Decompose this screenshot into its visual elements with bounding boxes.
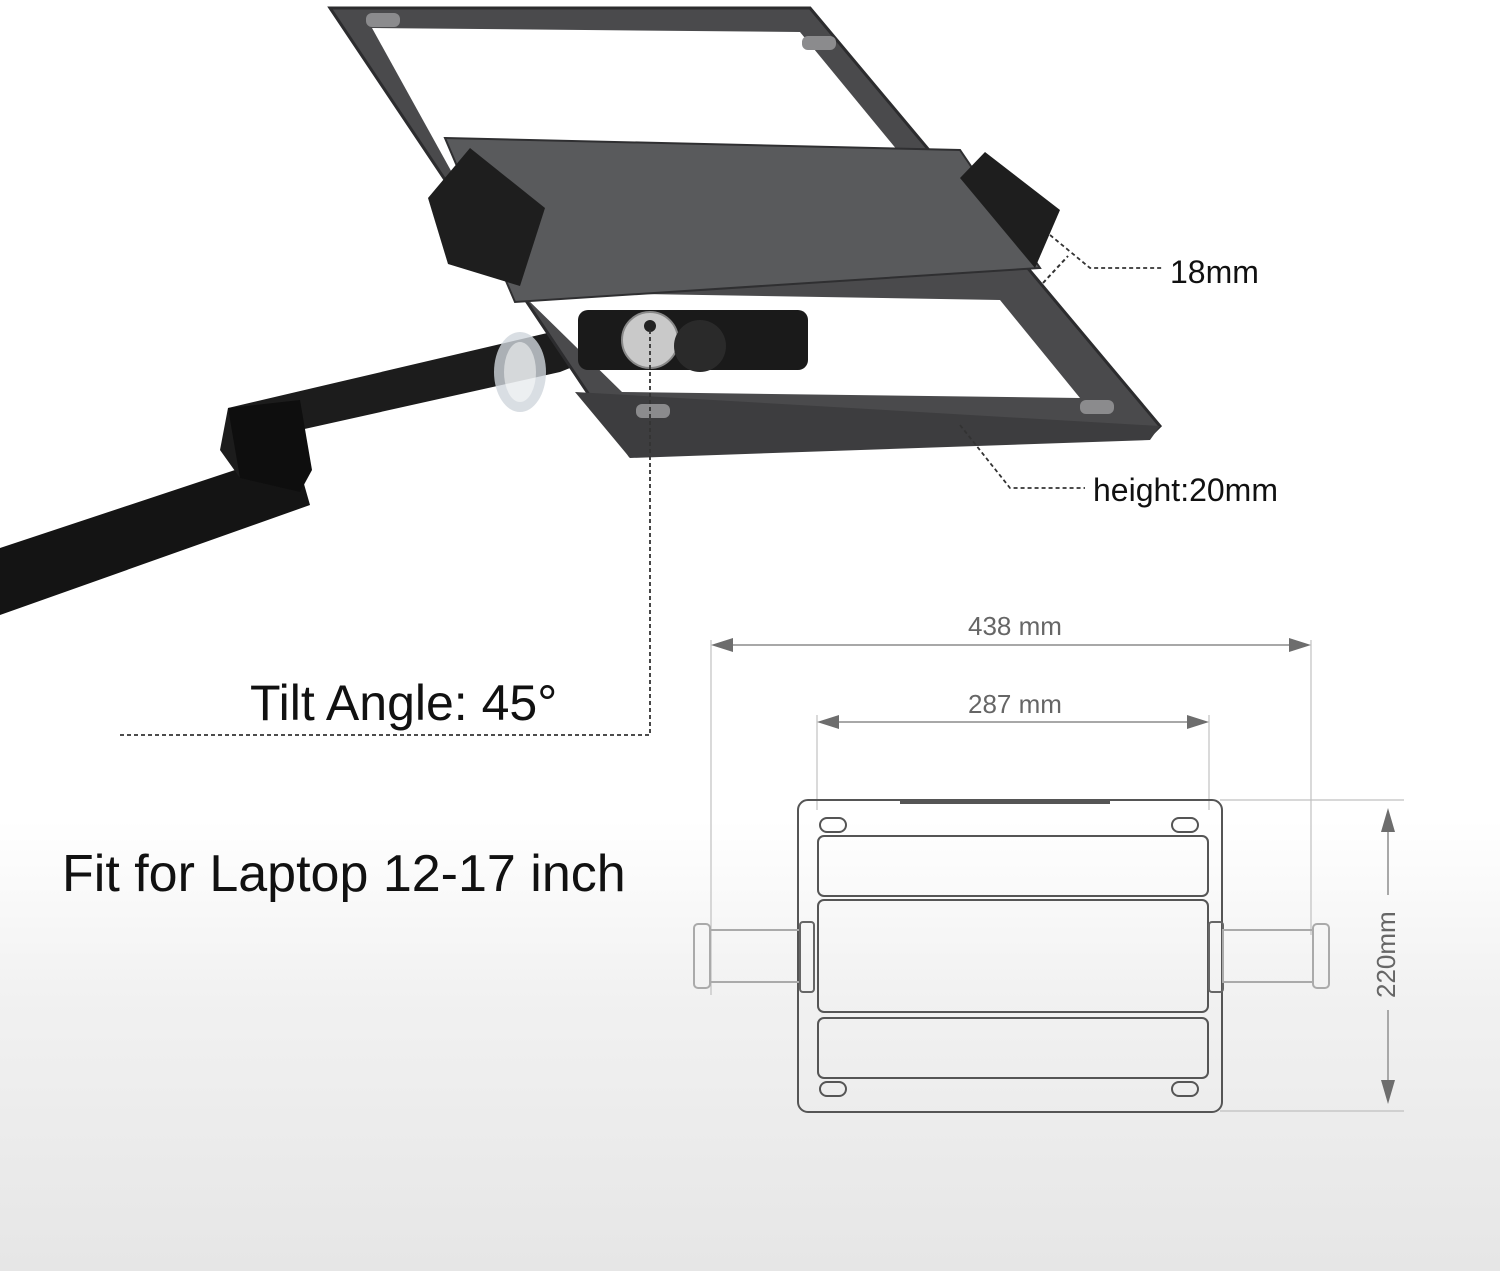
side-clamps: [428, 148, 1060, 286]
tray-height-label: height:20mm: [1093, 472, 1278, 508]
min-width-dimension: 287 mm: [968, 689, 1062, 719]
headline-fit-laptop: Fit for Laptop 12-17 inch: [62, 845, 626, 903]
callout-leaders: [118, 234, 1162, 736]
dimension-drawing: [693, 638, 1404, 1113]
tilt-angle-label: Tilt Angle: 45°: [250, 675, 558, 731]
tilt-hinge: [578, 310, 808, 372]
thickness-arrow: [1042, 255, 1069, 284]
max-width-dimension: 438 mm: [968, 611, 1062, 641]
monitor-arm: [0, 330, 590, 615]
clamp-thickness-label: 18mm: [1170, 254, 1259, 290]
depth-dimension: 220mm: [1371, 911, 1401, 998]
